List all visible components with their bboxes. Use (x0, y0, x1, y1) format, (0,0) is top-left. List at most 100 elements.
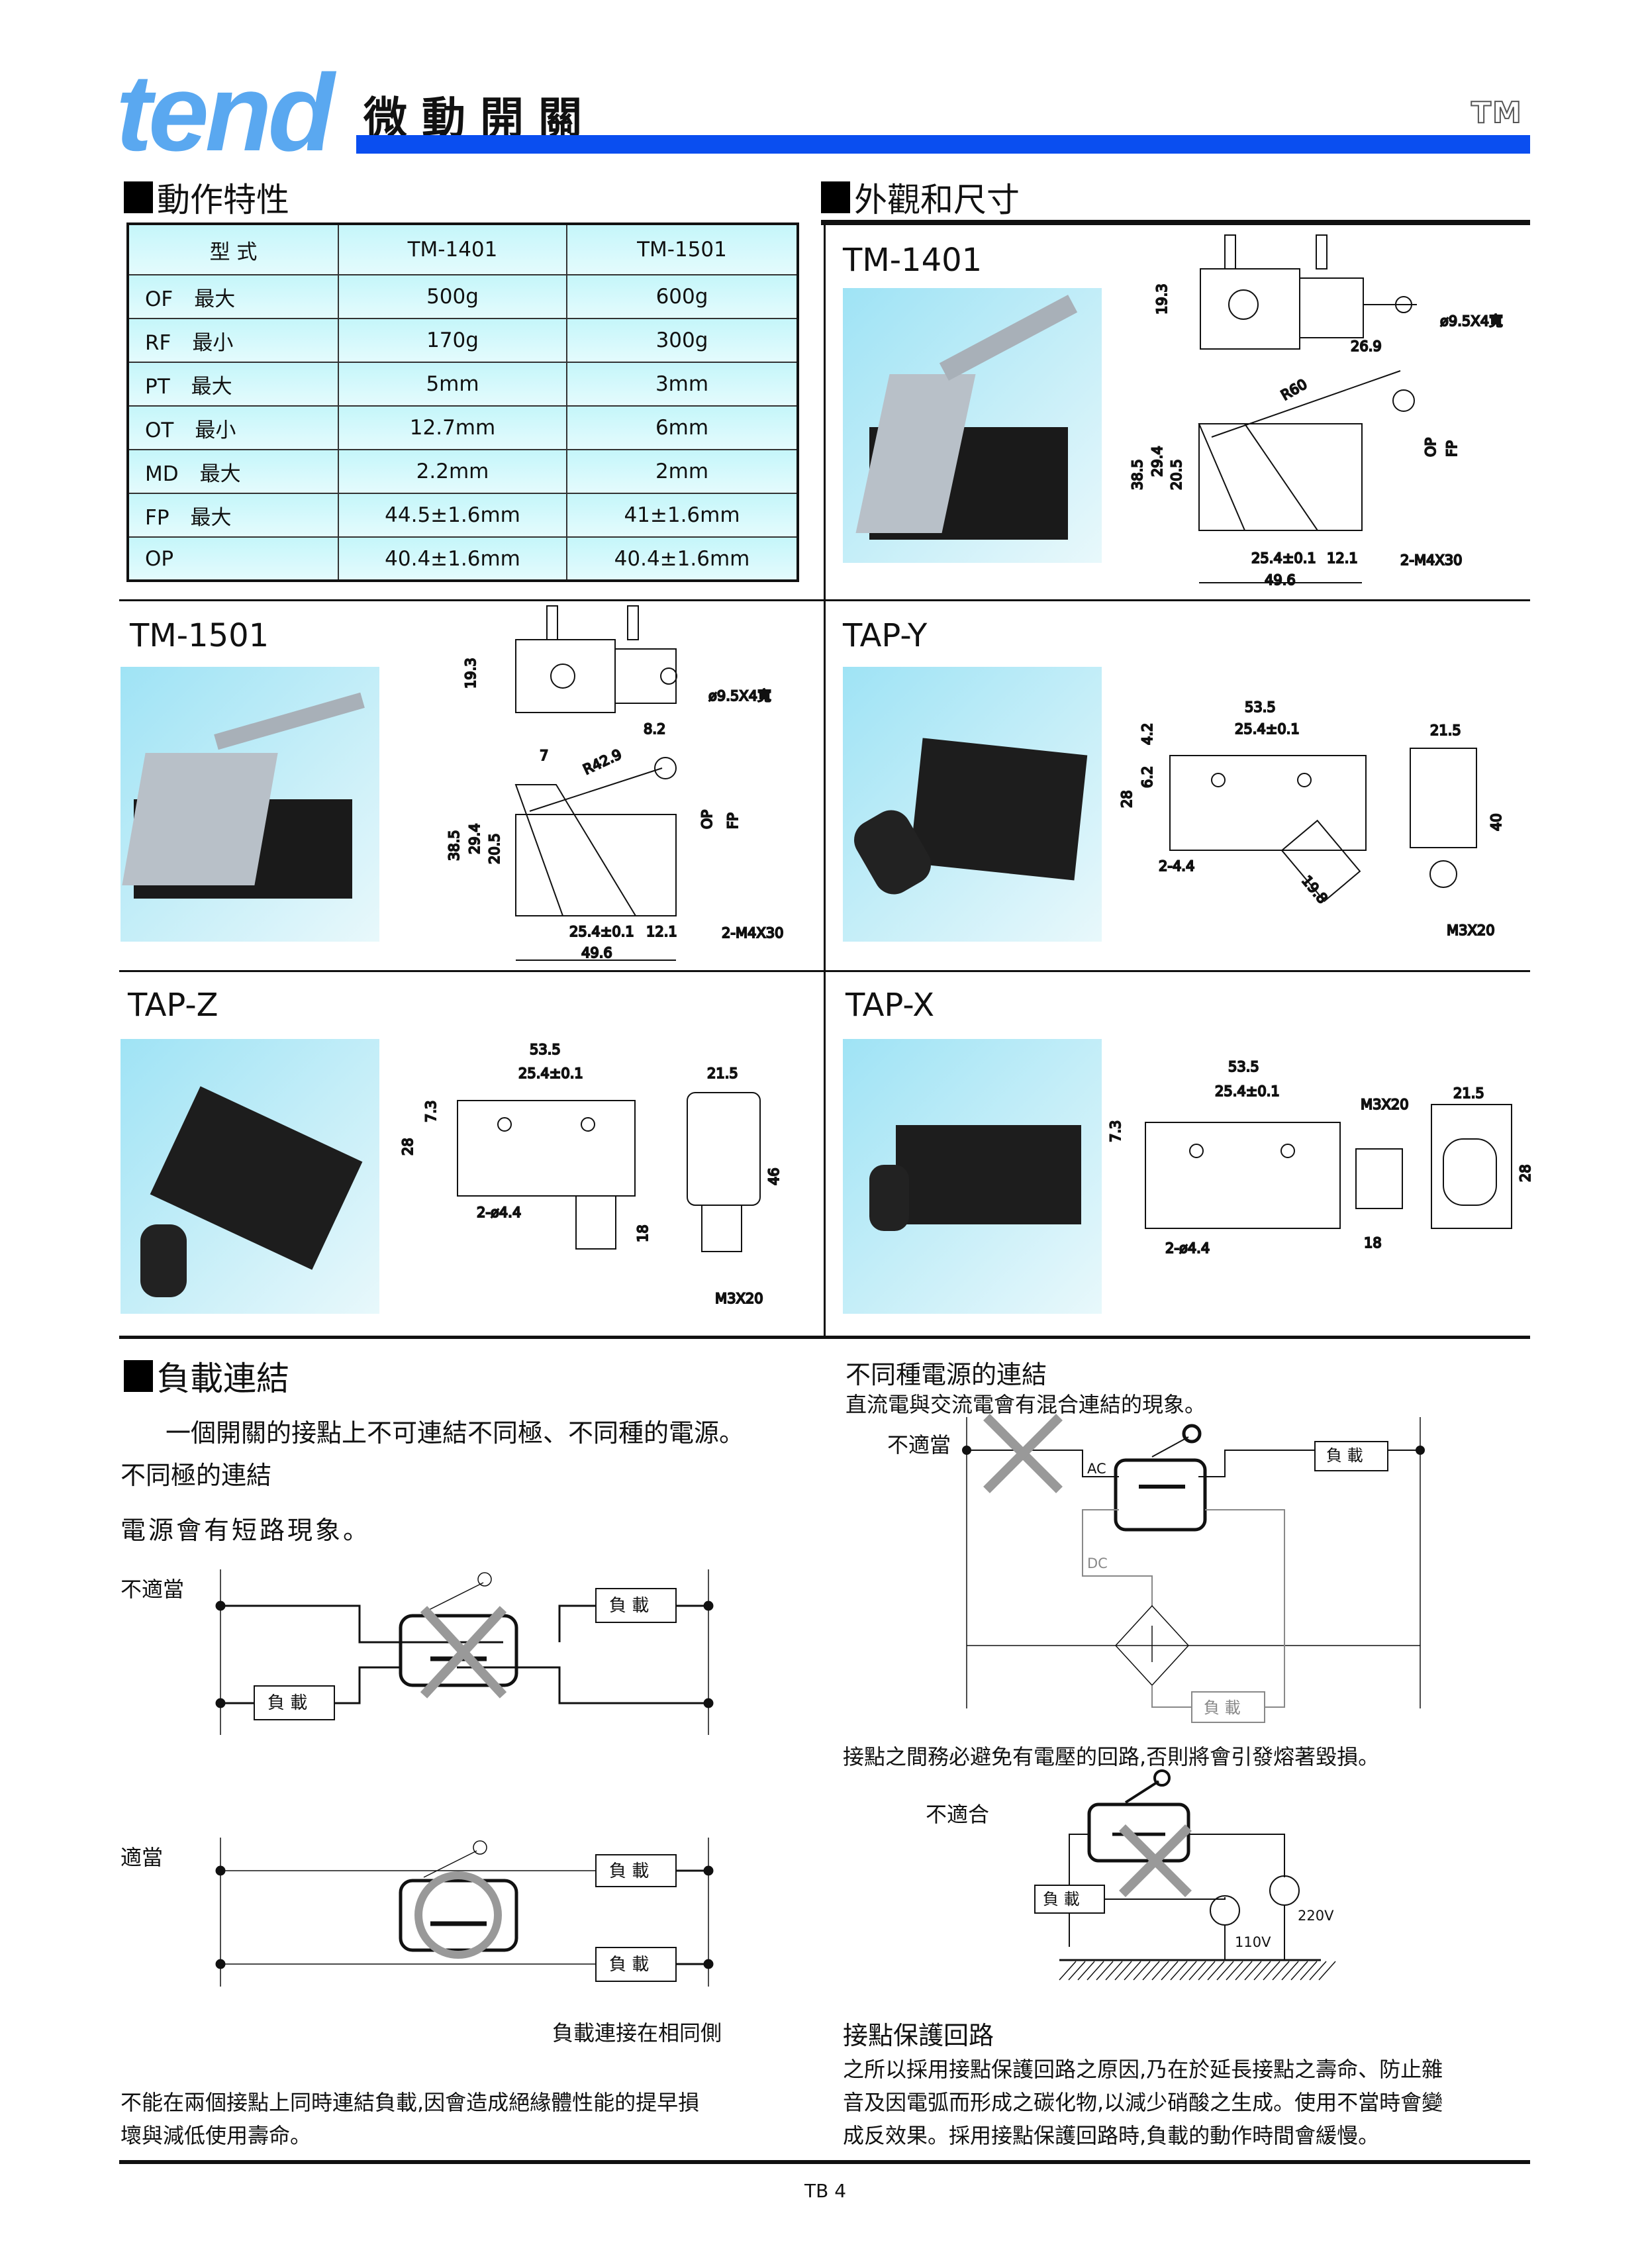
load-subtext: 電源會有短路現象。 (121, 1516, 371, 1545)
dim-label: 25.4±0.1 (518, 1065, 583, 1081)
dim-label: 12.1 (1327, 550, 1358, 566)
divider (119, 599, 1530, 601)
dim-label: 21.5 (707, 1065, 738, 1081)
diagram-improper-load: 負 載 負 載 (215, 1569, 714, 1735)
ac-label: AC (1087, 1461, 1106, 1477)
cell: 40.4±1.6mm (566, 536, 798, 581)
dim-label: M3X20 (1361, 1097, 1409, 1112)
section-characteristics: 動作特性 (124, 173, 289, 221)
dim-label: 2-ø4.4 (1165, 1240, 1210, 1256)
divider (119, 2160, 1530, 2164)
divider (821, 220, 1530, 225)
dim-label: OP (699, 810, 715, 829)
product-photo-tapx (843, 1039, 1102, 1314)
dim-label: 28 (1518, 1164, 1533, 1182)
panel-label-tapy: TAP-Y (843, 617, 928, 654)
diagram-unsuitable: 負 載 110V 220V (1034, 1769, 1334, 1961)
load-note-1: 不能在兩個接點上同時連結負載,因會造成絕緣體性能的提早損 (121, 2090, 700, 2115)
dim-label: 26.9 (1351, 338, 1382, 354)
dc-label: DC (1087, 1555, 1108, 1571)
cell: 12.7mm (338, 405, 567, 450)
product-photo-tapy (843, 667, 1102, 942)
dim-label: 29.4 (1149, 446, 1165, 477)
protection-line-1: 之所以採用接點保護回路之原因,乃在於延長接點之壽命、防止雜 (843, 2057, 1443, 2082)
cell: 3mm (566, 362, 798, 407)
load-box-label: 負 載 (1204, 1699, 1241, 1717)
section-heading: 動作特性 (157, 181, 289, 219)
load-box-label: 負 載 (1043, 1890, 1080, 1908)
product-photo-tm1501 (121, 667, 379, 942)
dim-label: R60 (1279, 376, 1310, 403)
dim-label: 8.2 (644, 721, 665, 737)
dim-label: FP (725, 813, 741, 829)
divider (119, 970, 1530, 972)
dim-label: 2-4.4 (1159, 858, 1194, 874)
dim-label: M3X20 (715, 1291, 763, 1307)
cell: 500g (338, 274, 567, 319)
load-note-2: 壞與減低使用壽命。 (121, 2123, 312, 2148)
dim-label: 53.5 (1228, 1059, 1259, 1075)
dim-label: 7 (540, 748, 548, 764)
dim-label: 18 (635, 1224, 651, 1242)
dim-label: 7.3 (423, 1101, 439, 1122)
diagram-mixed-power: 負 載 負 載 AC DC (962, 1414, 1425, 1723)
dim-label: 25.4±0.1 (569, 924, 634, 940)
header-cell: 型 式 (127, 223, 339, 275)
dim-label: 53.5 (1245, 699, 1276, 715)
cell: 2.2mm (338, 449, 567, 494)
cell: 40.4±1.6mm (338, 536, 567, 581)
section-load: 負載連結 (124, 1352, 289, 1400)
load-box-label: 負 載 (1326, 1446, 1363, 1465)
header-cell: TM-1401 (338, 223, 567, 275)
drawing-tapy: 53.5 25.4±0.1 4.2 6.2 28 2-4.4 19.8 21.5… (1118, 699, 1505, 939)
power-title: 不同種電源的連結 (845, 1360, 1047, 1389)
load-intro: 一個開關的接點上不可連結不同極、不同種的電源。 (166, 1418, 745, 1448)
brand-logo: tend (116, 52, 334, 173)
dim-label: 21.5 (1453, 1085, 1484, 1101)
dim-label: 20.5 (1169, 459, 1184, 490)
row-key: OP (127, 536, 339, 581)
dim-label: 2-M4X30 (722, 925, 784, 941)
dim-label: 25.4±0.1 (1251, 550, 1316, 566)
page-number: TB 4 (804, 2180, 847, 2202)
drawing-tapz: 53.5 25.4±0.1 7.3 28 2-ø4.4 21.5 46 18 M… (399, 1041, 783, 1307)
load-box-label: 負 載 (267, 1693, 307, 1713)
dim-label: 2-ø4.4 (477, 1205, 521, 1220)
section-dimensions: 外觀和尺寸 (821, 173, 1020, 221)
dim-label: 19.3 (1154, 283, 1170, 315)
dim-label: 28 (1119, 790, 1135, 808)
dim-label: 25.4±0.1 (1235, 721, 1300, 737)
dim-label: 40 (1488, 813, 1504, 831)
dim-label: 53.5 (530, 1042, 561, 1058)
load-box-label: 負 載 (609, 1596, 649, 1616)
dim-label: 49.6 (1265, 572, 1296, 588)
dim-label: 49.6 (581, 945, 612, 961)
cell: 6mm (566, 405, 798, 450)
dim-label: 18 (1364, 1235, 1382, 1251)
product-photo-tapz (121, 1039, 379, 1314)
header-cell: TM-1501 (566, 223, 798, 275)
voltage-110-label: 110V (1235, 1934, 1271, 1950)
divider (119, 1336, 1530, 1339)
proper-label: 適當 (121, 1845, 164, 1870)
section-heading: 負載連結 (157, 1359, 289, 1398)
voltage-220-label: 220V (1298, 1908, 1334, 1924)
power-warning: 接點之間務必避免有電壓的回路,否則將會引發熔著毀損。 (843, 1744, 1380, 1769)
panel-label-tapz: TAP-Z (128, 987, 218, 1024)
load-box-label: 負 載 (609, 1955, 649, 1975)
drawing-tm1401: 19.3 ø9.5X4寬 26.9 R60 38.5 29.4 20.5 OP … (1129, 234, 1504, 589)
load-subheading: 不同極的連結 (121, 1461, 272, 1490)
panel-label-tm1401: TM-1401 (843, 242, 983, 279)
